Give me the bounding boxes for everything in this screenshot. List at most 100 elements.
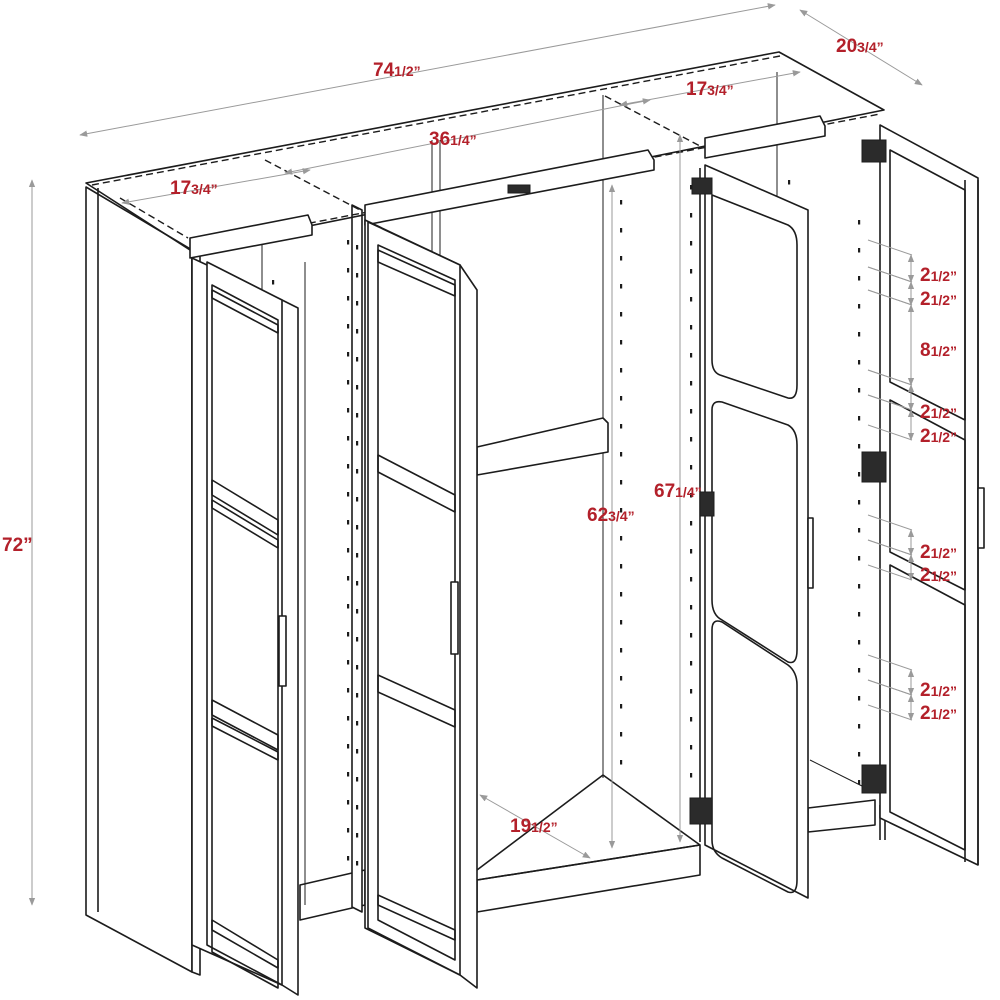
shelf-pin-hole <box>690 437 693 442</box>
door-center-left-handle <box>450 581 459 655</box>
shelf-pin-hole <box>858 752 861 757</box>
shelf-pin-hole <box>690 269 693 274</box>
dimension-line-depth <box>799 9 923 86</box>
shelf-pin-hole <box>347 772 350 777</box>
shelf-pin-hole <box>347 240 350 245</box>
shelf-pin-hole <box>620 536 623 541</box>
shelf-pin-hole <box>356 833 359 838</box>
shelf-pin-hole <box>620 340 623 345</box>
shelf-pin-hole <box>690 717 693 722</box>
shelf-pin-hole <box>620 704 623 709</box>
shelf-pin-hole <box>620 368 623 373</box>
shelf-pin-hole <box>620 620 623 625</box>
extension-line <box>867 424 913 441</box>
hinge-icon <box>861 764 887 794</box>
door-right-handle <box>977 487 985 549</box>
shelf-pin-hole <box>690 493 693 498</box>
shelf-pin-hole <box>690 549 693 554</box>
dimension-label-depth: 203/4” <box>836 36 884 57</box>
shelf-pin-hole <box>356 609 359 614</box>
dimension-lines <box>28 3 923 906</box>
door-center-right-handle <box>807 517 814 589</box>
extension-line <box>867 679 913 696</box>
shelf-pin-hole <box>620 228 623 233</box>
shelf-pin-hole <box>858 416 861 421</box>
shelf-pin-hole <box>620 648 623 653</box>
hanging-rod-right <box>704 115 826 159</box>
hinge-icon <box>861 451 887 483</box>
shelf-pin-hole <box>690 325 693 330</box>
dimension-line-interior-depth <box>479 794 591 859</box>
dimension-label-left-compartment-width: 173/4” <box>170 178 218 199</box>
shelf-pin-hole <box>356 273 359 278</box>
shelf-pin-hole <box>620 452 623 457</box>
door-panel-middle <box>711 400 798 664</box>
shelf-pin-hole <box>690 241 693 246</box>
door-left <box>191 257 299 996</box>
shelf-pin-hole <box>356 581 359 586</box>
shelf-pin-hole <box>858 696 861 701</box>
dimension-label-right-interior-height: 671/4” <box>654 481 702 502</box>
hinge-icon <box>689 797 713 825</box>
hinge-icon <box>691 177 713 195</box>
extension-line <box>867 394 913 411</box>
shelf-pin-hole <box>356 777 359 782</box>
shelf-pin-hole <box>356 749 359 754</box>
shelf-pin-hole <box>356 693 359 698</box>
shelf-pin-hole <box>347 436 350 441</box>
shelf-pin-hole <box>356 497 359 502</box>
dimension-label-center-compartment-width: 361/4” <box>429 129 477 150</box>
shelf-pin-hole <box>356 329 359 334</box>
shelf-pin-hole <box>620 284 623 289</box>
shelf-pin-hole <box>620 760 623 765</box>
shelf-pin-hole <box>347 296 350 301</box>
shelf-pin-hole <box>356 665 359 670</box>
shelf-pin-hole <box>858 472 861 477</box>
shelf-pin-hole <box>690 521 693 526</box>
center-shelf <box>476 417 609 476</box>
shelf-pin-hole <box>356 469 359 474</box>
shelf-pin-hole <box>620 396 623 401</box>
dimension-line-left-width <box>121 168 311 205</box>
shelf-pin-hole <box>347 688 350 693</box>
shelf-pin-hole <box>620 480 623 485</box>
shelf-pin-hole <box>858 724 861 729</box>
shelf-pin-hole <box>690 297 693 302</box>
dimension-line-center-width <box>284 98 651 175</box>
extension-line <box>867 704 913 721</box>
shelf-pin-hole <box>347 548 350 553</box>
shelf-pin-hole <box>347 716 350 721</box>
shelf-pin-hole <box>620 256 623 261</box>
divider-left <box>351 204 363 913</box>
extension-line <box>867 369 913 386</box>
dimension-label-shelf-spacing: 21/2” <box>920 289 958 310</box>
shelf-pin-hole <box>356 805 359 810</box>
shelf-pin-hole <box>356 861 359 866</box>
shelf-pin-hole <box>347 856 350 861</box>
door-center-left <box>364 219 478 989</box>
shelf-pin-hole <box>347 828 350 833</box>
dimension-label-center-interior-height: 623/4” <box>587 505 635 526</box>
shelf-pin-hole <box>690 465 693 470</box>
dimension-label-shelf-spacing: 21/2” <box>920 542 958 563</box>
shelf-pin-hole <box>347 268 350 273</box>
shelf-pin-hole <box>858 612 861 617</box>
shelf-pin-hole <box>858 276 861 281</box>
shelf-pin-hole <box>858 780 861 785</box>
dimension-line-overall-width <box>79 3 776 137</box>
hanging-rod-left <box>189 214 313 259</box>
shelf-pin-hole <box>347 352 350 357</box>
dimension-label-interior-depth: 191/2” <box>510 816 558 837</box>
shelf-pin-hole <box>347 380 350 385</box>
shelf-pin-hole <box>690 689 693 694</box>
shelf-pin-hole <box>690 185 693 190</box>
shelf-pin-hole <box>347 464 350 469</box>
shelf-pin-hole <box>690 353 693 358</box>
shelf-pin-hole <box>347 632 350 637</box>
shelf-pin-hole <box>858 668 861 673</box>
shelf-pin-hole <box>858 584 861 589</box>
shelf-pin-hole <box>620 564 623 569</box>
door-center-right <box>689 164 814 899</box>
shelf-pin-hole <box>858 332 861 337</box>
